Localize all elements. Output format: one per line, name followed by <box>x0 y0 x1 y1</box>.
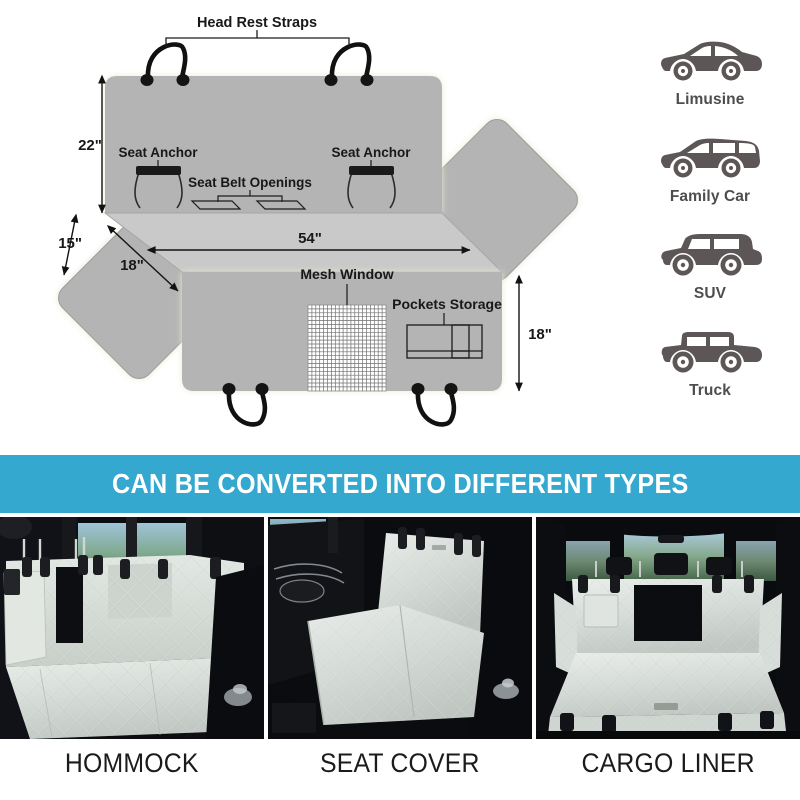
vehicle-type-suv: SUV <box>620 230 800 327</box>
usage-photo-row <box>0 517 800 739</box>
wagon-car-icon <box>654 133 766 185</box>
dimension-seat-depth-value: 18" <box>528 326 552 343</box>
mesh-window-label: Mesh Window <box>300 266 393 282</box>
dimension-side-flap-width <box>106 225 179 292</box>
dimension-side-flap-width-value: 18" <box>120 257 144 274</box>
pockets-storage-label: Pockets Storage <box>392 296 502 312</box>
seat-belt-openings-shapes <box>190 200 307 210</box>
headrest-straps-group <box>145 42 372 81</box>
caption-cell-hommock: HOMMOCK <box>0 742 264 800</box>
photo-hommock <box>0 517 264 739</box>
dimension-side-flap-height <box>61 213 79 276</box>
dimension-side-flap-height-value: 15" <box>58 235 82 252</box>
headrest-straps-callout <box>165 30 350 47</box>
backrest-panel <box>105 76 442 213</box>
vehicle-type-label: Truck <box>689 382 731 399</box>
seat-anchor-left-label: Seat Anchor <box>118 145 198 160</box>
photo-caption: CARGO LINER <box>581 748 755 778</box>
photo-caption: SEAT COVER <box>320 748 480 778</box>
photo-caption: HOMMOCK <box>65 748 199 778</box>
seat-anchor-right <box>347 160 396 209</box>
sedan-car-icon <box>654 36 766 88</box>
banner-headline: CAN BE CONVERTED INTO DIFFERENT TYPES <box>111 468 689 499</box>
truck-car-icon <box>654 327 766 379</box>
vehicle-type-label: Family Car <box>669 188 751 205</box>
photo-cargo-liner <box>536 517 800 739</box>
photo-seat-cover <box>268 517 532 739</box>
dimension-backrest-height-value: 22" <box>78 137 102 154</box>
mesh-window <box>307 284 387 392</box>
dimension-seat-width-value: 54" <box>298 230 322 247</box>
headrest-straps-label: Head Rest Straps <box>197 15 317 31</box>
seat-anchor-left <box>134 160 183 209</box>
diagram-section: Head Rest Straps Seat Anchor Seat <box>0 0 800 455</box>
bottom-strap-anchors <box>222 383 458 395</box>
vehicle-type-family-car: Family Car <box>620 133 800 230</box>
photo-caption-row: HOMMOCK SEAT COVER CARGO LINER <box>0 742 800 800</box>
vehicle-type-truck: Truck <box>620 327 800 424</box>
vehicle-type-label: Limusine <box>675 91 745 108</box>
pockets-storage <box>406 313 483 359</box>
seat-belt-openings-callout <box>217 190 283 202</box>
headrest-strap-anchors <box>140 74 374 86</box>
seat-belt-openings-label: Seat Belt Openings <box>188 175 312 190</box>
vehicle-type-label: SUV <box>693 285 727 302</box>
caption-cell-seat-cover: SEAT COVER <box>268 742 532 800</box>
suv-car-icon <box>654 230 766 282</box>
product-dimension-diagram: Head Rest Straps Seat Anchor Seat <box>0 0 620 455</box>
seat-anchor-right-label: Seat Anchor <box>331 145 411 160</box>
vehicle-type-limusine: Limusine <box>620 36 800 133</box>
converted-types-banner: CAN BE CONVERTED INTO DIFFERENT TYPES <box>0 455 800 513</box>
bottom-straps-group <box>226 389 457 427</box>
vehicle-types-list: Limusine <box>620 36 800 424</box>
caption-cell-cargo-liner: CARGO LINER <box>536 742 800 800</box>
